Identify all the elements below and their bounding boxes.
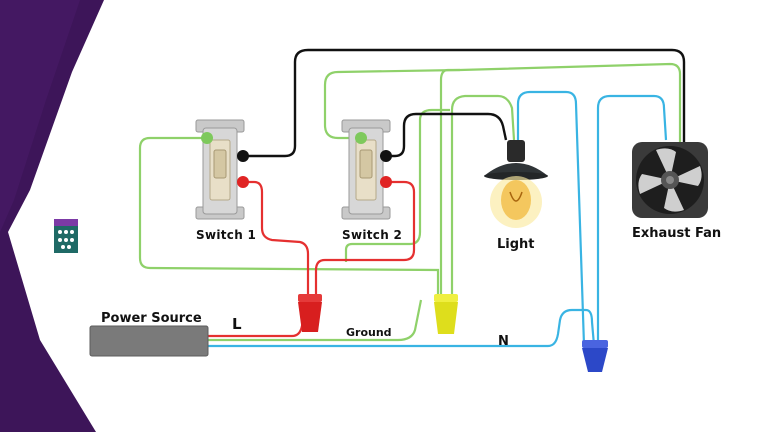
switch-2-label: Switch 2	[342, 228, 403, 242]
light-bulb-icon	[484, 140, 548, 228]
neutral-wires	[207, 90, 668, 348]
switch-1-label: Switch 1	[196, 228, 257, 242]
ground-wires	[138, 62, 682, 342]
traveler-wires	[242, 48, 686, 158]
switch-2	[341, 119, 392, 220]
ground-label: Ground	[346, 326, 392, 339]
line-label: L	[232, 315, 242, 333]
power-source-label: Power Source	[101, 311, 202, 326]
light-label: Light	[497, 237, 535, 252]
purple-frame-inner	[0, 0, 80, 232]
red-wire-connector	[298, 294, 322, 332]
switch-1	[195, 119, 249, 220]
power-source-box	[89, 325, 209, 357]
exhaust-fan-label: Exhaust Fan	[632, 226, 722, 241]
yellow-wire-connector	[434, 294, 458, 334]
neutral-label: N	[498, 334, 509, 349]
logo-icon	[54, 219, 78, 253]
blue-wire-connector	[582, 340, 608, 372]
exhaust-fan-icon	[632, 142, 708, 218]
